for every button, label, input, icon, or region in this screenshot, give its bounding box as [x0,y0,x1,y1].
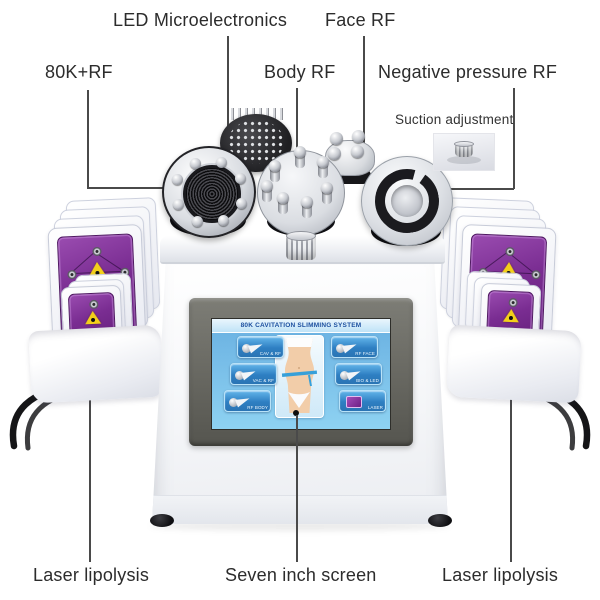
screen-button-rf-face: RF FACE [331,336,378,358]
callout-line [296,415,298,562]
electrode-post [301,196,313,218]
inset-knob-shadow [447,156,481,164]
metal-ball [317,156,329,168]
callout-line [363,36,365,152]
laser-pad-stack-left [28,197,168,448]
inset-knob-top [454,141,474,147]
screen-bezel: 80K CAVITATION SLIMMING SYSTEM CAV & RF … [189,298,413,446]
laser-pad-icon [346,396,362,408]
pad-tray-left [28,324,164,404]
handpiece-icon [235,371,244,380]
cup-center [391,185,423,217]
callout-label-negative-pressure-rf: Negative pressure RF [378,62,558,82]
metal-ball [330,132,343,145]
metal-ball [216,157,227,168]
callout-line [87,90,89,188]
callout-line [227,36,229,140]
80k-head-face [162,146,256,238]
suction-adjustment-knob [284,231,318,262]
metal-ball [218,215,229,226]
callout-label-led-microelectronics: LED Microelectronics [113,10,288,30]
metal-ball [236,198,247,209]
metal-ball [190,158,201,169]
metal-ball [173,199,184,210]
metal-ball [294,146,306,158]
handpiece-icon [242,344,251,353]
slimming-torso-graphic [281,338,318,413]
pad-diode [508,297,518,308]
electrode-post [321,182,333,204]
callout-line [89,346,91,562]
callout-label-80k-rf: 80K+RF [45,62,113,82]
metal-ball [269,160,281,172]
screen-button-vac-rf: VAC & RF [230,363,277,385]
electrode-post [261,180,273,202]
body-rf-head [257,146,345,236]
ground-shadow [150,521,450,531]
screen-button-laser: LASER [339,390,386,412]
machine-foot-left [150,514,174,527]
handpiece-icon [229,398,238,407]
negative-pressure-cup [361,156,453,246]
screen-button-cav-rf: CAV & RF [237,336,284,358]
machine-base-band [152,495,448,524]
device-screen: 80K CAVITATION SLIMMING SYSTEM CAV & RF … [211,318,391,430]
pad-diode [531,270,541,280]
callout-line [87,187,176,189]
metal-ball [321,182,333,194]
screen-button-label: CAV & RF [259,351,281,356]
screen-button-label: LASER [367,405,383,410]
metal-ball [261,180,273,192]
suction-adjustment-inset-photo [433,133,495,171]
negative-pressure-rf-head [361,156,453,246]
screen-button-label: BIO & LED [356,378,379,383]
handpiece-icon [336,344,345,353]
electrode-post [317,156,329,178]
screen-button-label: VAC & RF [252,378,274,383]
inset-knob-body [455,144,473,157]
body-rf-face [257,146,345,236]
screen-button-label: RF BODY [247,405,268,410]
pad-diode [89,299,99,310]
pad-tray-right [446,324,582,404]
metal-ball [301,196,313,208]
callout-dot [293,410,299,416]
screen-title: 80K CAVITATION SLIMMING SYSTEM [212,319,390,333]
screen-button-label: RF FACE [355,351,375,356]
metal-ball [277,192,289,204]
handpiece-icon [340,371,349,380]
callout-label-face-rf: Face RF [325,10,396,30]
metal-ball [192,216,203,227]
electrode-post [269,160,281,182]
callout-label-laser-lipolysis-right: Laser lipolysis [442,565,559,585]
laser-pad-stack-right [432,197,582,448]
80k-concentric-plate [183,165,241,223]
callout-label-body-rf: Body RF [264,62,336,82]
callout-label-seven-inch-screen: Seven inch screen [225,565,377,585]
machine-foot-right [428,514,452,527]
metal-ball [172,174,183,185]
80k-rf-head [162,146,256,238]
callout-line [510,344,512,562]
screen-button-rf-body: RF BODY [224,390,271,412]
metal-ball [352,130,365,143]
callout-line [296,88,298,162]
callout-label-laser-lipolysis-left: Laser lipolysis [33,565,150,585]
callout-label-suction-adjustment: Suction adjustment [395,112,514,127]
callout-line [513,88,515,189]
metal-ball [328,147,341,160]
metal-ball [235,173,246,184]
callout-line [430,188,514,190]
metal-ball [351,145,364,158]
screen-button-bio-led: BIO & LED [335,363,382,385]
electrode-post [294,146,306,168]
knob-top [286,231,316,241]
electrode-post [277,192,289,214]
